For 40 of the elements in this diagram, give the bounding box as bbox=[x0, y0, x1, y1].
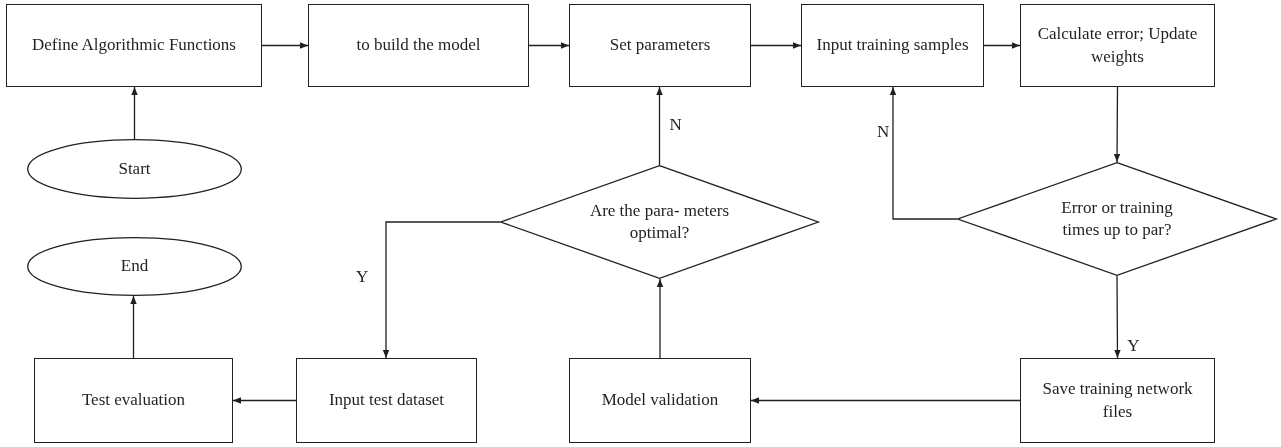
node-label: End bbox=[120, 255, 149, 278]
process-box bbox=[1020, 4, 1215, 87]
edge-label: Y bbox=[1127, 337, 1140, 354]
arrow bbox=[131, 86, 138, 140]
process-box bbox=[801, 4, 984, 87]
arrow bbox=[528, 42, 570, 49]
arrow bbox=[382, 221, 501, 359]
node-label: Model validation bbox=[601, 389, 719, 412]
process-box bbox=[1020, 358, 1215, 443]
arrow bbox=[889, 86, 958, 220]
arrow bbox=[261, 42, 309, 49]
process-box bbox=[6, 4, 262, 87]
process-box bbox=[569, 4, 751, 87]
edge-label: N bbox=[669, 116, 682, 133]
arrow bbox=[232, 397, 297, 404]
process-box bbox=[296, 358, 477, 443]
node-label: Input training samples bbox=[816, 34, 969, 57]
process-box bbox=[308, 4, 529, 87]
arrow bbox=[656, 86, 663, 166]
arrow bbox=[750, 397, 1021, 404]
arrow bbox=[1113, 86, 1121, 163]
node-label: Save training network files bbox=[1041, 378, 1194, 423]
node-label: Define Algorithmic Functions bbox=[32, 34, 236, 57]
node-label: Input test dataset bbox=[328, 389, 445, 412]
arrow bbox=[656, 278, 664, 359]
process-box bbox=[569, 358, 751, 443]
node-label: Calculate error; Update weights bbox=[1036, 23, 1199, 68]
arrow bbox=[130, 295, 137, 359]
node-label: Error or training times up to par? bbox=[1060, 196, 1174, 241]
edge-label: N bbox=[877, 123, 890, 140]
node-label: to build the model bbox=[356, 34, 481, 57]
node-label: Are the para- meters optimal? bbox=[588, 199, 731, 244]
arrow bbox=[1114, 275, 1121, 359]
arrow bbox=[750, 42, 802, 49]
node-label: Start bbox=[118, 157, 151, 180]
process-box bbox=[34, 358, 233, 443]
arrow bbox=[983, 42, 1021, 49]
node-label: Test evaluation bbox=[81, 389, 186, 412]
node-label: Set parameters bbox=[609, 34, 711, 57]
edge-label: Y bbox=[356, 268, 369, 285]
